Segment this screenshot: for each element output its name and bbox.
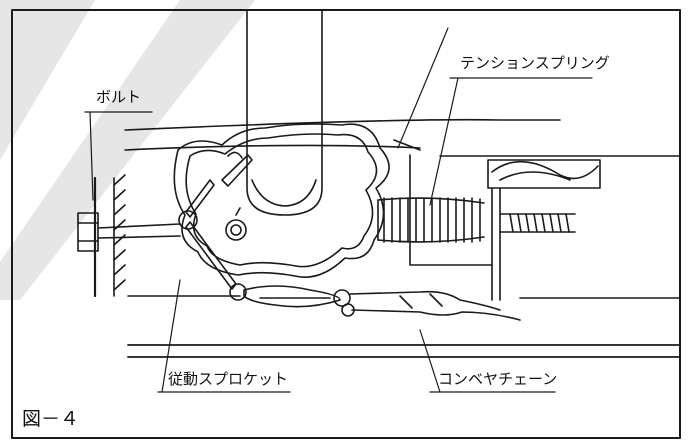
label-conveyor-chain: コンベヤチェーン bbox=[438, 370, 558, 388]
leader-lines bbox=[84, 27, 593, 393]
threaded-rod bbox=[499, 213, 576, 233]
leader-spring bbox=[429, 77, 593, 206]
wood-block bbox=[487, 159, 601, 189]
frame-bracket bbox=[393, 139, 501, 301]
figure-frame bbox=[11, 9, 681, 439]
left-wall bbox=[93, 174, 126, 298]
bolt bbox=[77, 212, 181, 252]
leader-sprocket bbox=[157, 279, 291, 393]
label-driven-sprocket: 従動スプロケット bbox=[168, 370, 289, 388]
label-tension-spring: テンションスプリング bbox=[460, 54, 610, 72]
lower-rail bbox=[127, 295, 681, 358]
watermark-band bbox=[0, 0, 95, 160]
leader-top bbox=[397, 27, 449, 149]
vertical-pipe bbox=[246, 9, 323, 216]
tension-spring bbox=[377, 197, 485, 243]
upper-rail bbox=[124, 118, 681, 157]
label-bolt: ボルト bbox=[96, 88, 142, 106]
leader-chain bbox=[419, 329, 556, 393]
figure-caption: 図－４ bbox=[22, 408, 80, 430]
leader-bolt bbox=[84, 111, 153, 201]
chain-links bbox=[178, 151, 521, 321]
